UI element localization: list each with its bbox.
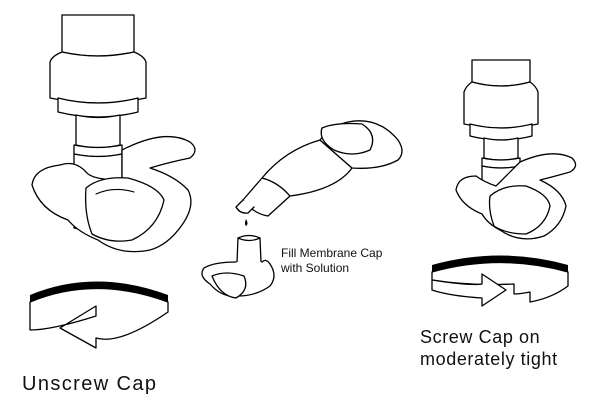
- unscrew-illustration: [29, 14, 196, 349]
- fill-illustration: [201, 120, 403, 299]
- screw-illustration: [431, 59, 577, 307]
- screw-cap-label: Screw Cap on moderately tight: [420, 327, 558, 369]
- fill-membrane-cap-label: Fill Membrane Cap with Solution: [281, 246, 383, 275]
- unscrew-cap-label: Unscrew Cap: [22, 373, 158, 395]
